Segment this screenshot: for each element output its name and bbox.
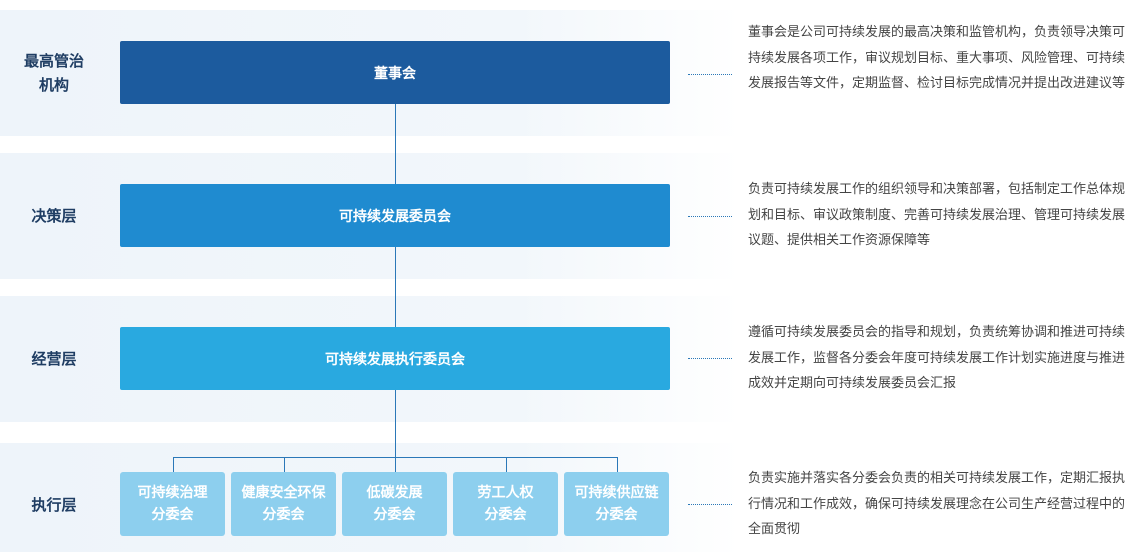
subcommittee-hse-line1: 健康安全环保 (241, 485, 326, 501)
level-label-top-governance: 最高管治 机构 (0, 48, 108, 98)
connector-sub-3 (395, 457, 396, 472)
subcommittee-supply-chain-line1: 可持续供应链 (574, 485, 659, 501)
dotted-leader-operation (688, 358, 732, 359)
connector-operation-to-execution (395, 390, 396, 457)
dotted-leader-top-governance (688, 74, 732, 75)
description-top-governance: 董事会是公司可持续发展的最高决策和监管机构，负责领导决策可持续发展各项工作，审议… (748, 25, 1126, 91)
description-decision: 负责可持续发展工作的组织领导和决策部署，包括制定工作总体规划和目标、审议政策制度… (748, 182, 1126, 248)
level-label-top-governance-text: 最高管治 机构 (23, 52, 84, 94)
dotted-leader-execution (688, 504, 732, 505)
level-label-operation-text: 经营层 (31, 350, 77, 368)
level-label-execution: 执行层 (0, 480, 108, 530)
connector-board-to-decision (395, 104, 396, 184)
subcommittee-labor-rights-line1: 劳工人权 (477, 485, 534, 501)
subcommittee-low-carbon-line2: 分委会 (373, 507, 416, 523)
subcommittee-hse-line2: 分委会 (262, 507, 305, 523)
connector-decision-to-operation (395, 247, 396, 327)
subcommittee-governance-line2: 分委会 (151, 507, 194, 523)
connector-sub-5 (617, 457, 618, 472)
level-label-execution-text: 执行层 (31, 496, 77, 514)
level-label-decision: 决策层 (0, 191, 108, 241)
dotted-leader-decision (688, 216, 732, 217)
level-label-decision-text: 决策层 (31, 207, 77, 225)
connector-sub-2 (284, 457, 285, 472)
subcommittee-labor-rights-line2: 分委会 (484, 507, 527, 523)
connector-sub-1 (173, 457, 174, 472)
subcommittee-governance: 可持续治理 分委会 (120, 472, 225, 536)
board-box: 董事会 (120, 41, 670, 104)
subcommittee-labor-rights: 劳工人权 分委会 (453, 472, 558, 536)
sustainability-committee-box: 可持续发展委员会 (120, 184, 670, 247)
sustainability-committee-box-label: 可持续发展委员会 (339, 208, 451, 225)
description-operation: 遵循可持续发展委员会的指导和规划，负责统筹协调和推进可持续发展工作，监督各分委会… (748, 325, 1126, 391)
subcommittee-hse: 健康安全环保 分委会 (231, 472, 336, 536)
executive-committee-box-label: 可持续发展执行委员会 (325, 351, 465, 368)
executive-committee-box: 可持续发展执行委员会 (120, 327, 670, 390)
subcommittee-low-carbon: 低碳发展 分委会 (342, 472, 447, 536)
subcommittee-governance-line1: 可持续治理 (137, 485, 208, 501)
subcommittee-low-carbon-line1: 低碳发展 (366, 485, 423, 501)
description-execution: 负责实施并落实各分委会负责的相关可持续发展工作，定期汇报执行情况和工作成效，确保… (748, 471, 1126, 537)
board-box-label: 董事会 (374, 65, 416, 82)
subcommittee-supply-chain: 可持续供应链 分委会 (564, 472, 669, 536)
connector-sub-4 (506, 457, 507, 472)
subcommittee-supply-chain-line2: 分委会 (595, 507, 638, 523)
level-label-operation: 经营层 (0, 334, 108, 384)
